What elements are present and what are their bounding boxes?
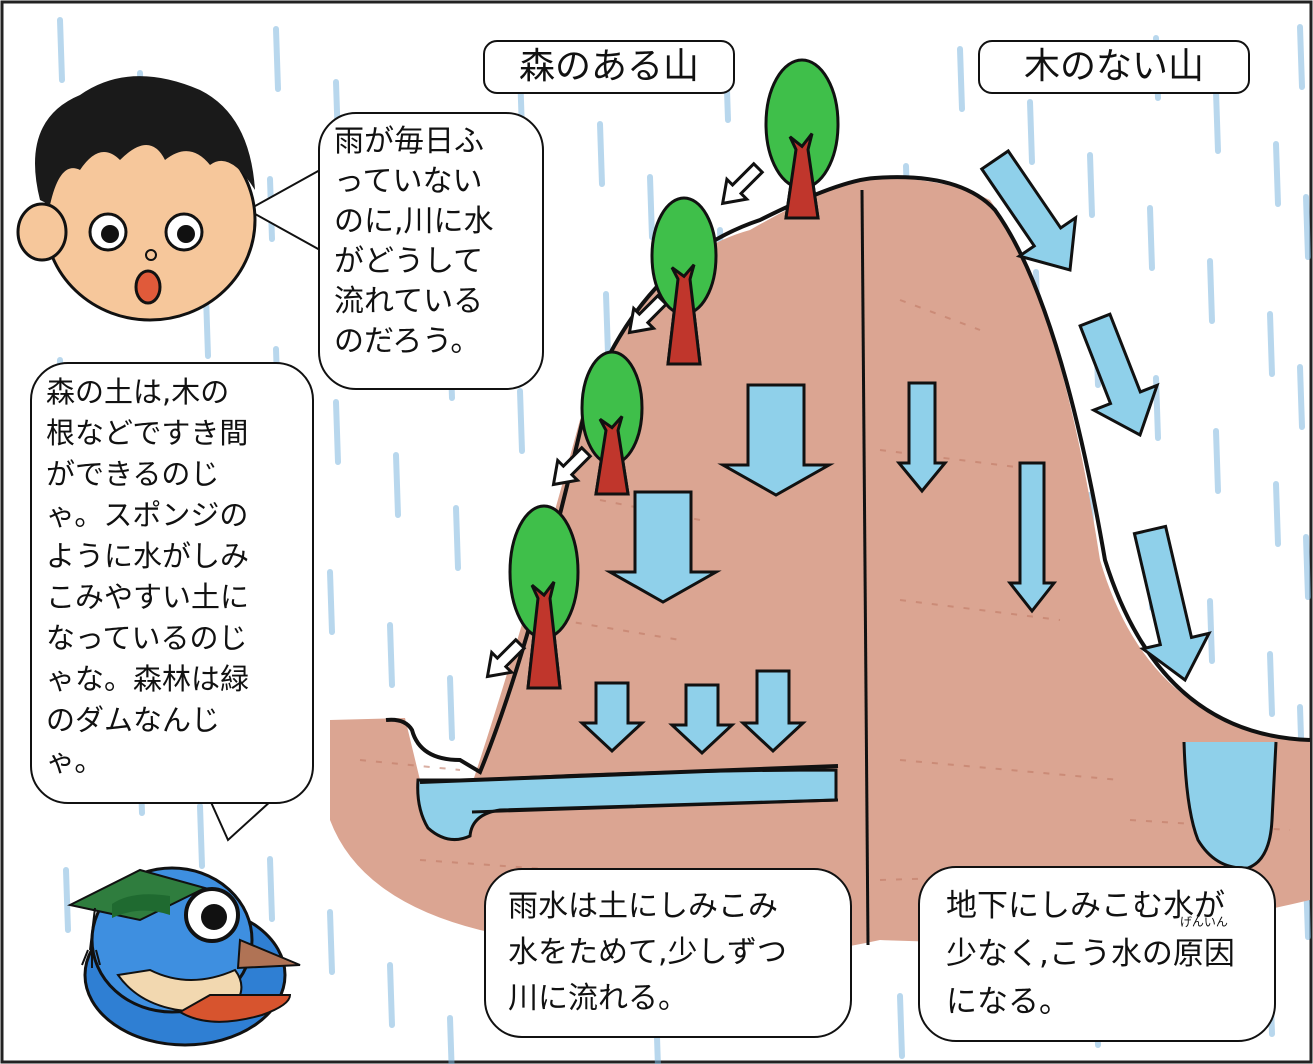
- rain-streak: [597, 121, 605, 187]
- mountain-soil: [330, 177, 1310, 958]
- forest-caption-box: 雨水は土にしみこみ 水をためて,少しずつ 川に流れる。: [484, 868, 852, 1038]
- rain-streak: [197, 803, 205, 869]
- down-arrow-icon: [895, 381, 949, 494]
- rain-streak: [517, 388, 525, 454]
- rain-streak: [1303, 534, 1311, 600]
- label-bare-mountain: 木のない山: [978, 40, 1250, 94]
- boy-face-icon: [16, 76, 257, 322]
- rain-streak: [1267, 311, 1275, 377]
- mountain-divider: [860, 189, 870, 946]
- bird-explanation-line: ゃ。スポンジの: [46, 498, 249, 532]
- bare-runoff-arrows: [979, 148, 1212, 683]
- boy-speech-bubble: 雨が毎日ふ っていない のに,川に水 がどうして 流れている のだろう。: [318, 112, 544, 390]
- rain-streak: [267, 856, 275, 922]
- bare-caption-line2-text: 少なく,こう水の: [946, 936, 1173, 972]
- bare-caption-line2: 少なく,こう水のげんいん原因: [946, 915, 1248, 978]
- ruby-base: 原因: [1172, 936, 1235, 972]
- kingfisher-professor-icon: [67, 866, 301, 1047]
- river-bare-side: [1182, 741, 1278, 870]
- rain-streak: [63, 867, 71, 933]
- forest-caption-line: 川に流れる。: [508, 981, 688, 1016]
- bird-speech-bubble: 森の土は,木の 根などですき間 ができるのじ ゃ。スポンジの ように水がしみ こ…: [30, 362, 314, 804]
- rain-streak: [1297, 364, 1305, 430]
- boy-question-line: のに,川に水: [334, 204, 494, 239]
- diagonal-arrow-icon: [551, 445, 593, 487]
- rain-streak: [333, 399, 341, 465]
- down-arrow-icon: [578, 681, 646, 754]
- bare-caption-line3: になる。: [946, 984, 1070, 1020]
- boy-question-line: がどうして: [334, 244, 484, 279]
- tree-icon: [580, 350, 644, 496]
- label-forest-mountain: 森のある山: [483, 40, 735, 94]
- rain-streak: [1027, 99, 1035, 165]
- rain-streak: [387, 962, 395, 1028]
- bird-explanation-line: ゃな。森林は緑: [46, 662, 250, 696]
- bird-bubble-tail: [209, 799, 273, 842]
- bird-explanation-line: ゃ。: [46, 744, 104, 778]
- slope-rain-arrows: [485, 161, 765, 679]
- rain-streak: [957, 46, 965, 112]
- river-bank-line: [419, 764, 839, 784]
- rain-streak: [453, 505, 461, 571]
- boy-question-line: っていない: [334, 164, 483, 199]
- rain-streak: [387, 622, 395, 688]
- rain-streak: [1303, 194, 1311, 260]
- forest-trees: [508, 58, 840, 690]
- forest-caption-line: 水をためて,少しずつ: [508, 935, 787, 970]
- river-bottom-line: [471, 798, 839, 814]
- rain-streak: [1087, 152, 1095, 218]
- tree-icon: [764, 58, 840, 220]
- rain-streak: [327, 909, 335, 975]
- rain-streak: [603, 291, 611, 357]
- down-arrow-icon: [1006, 461, 1058, 614]
- forest-infiltration-arrows: [578, 381, 1058, 756]
- bird-explanation-line: こみやすい土に: [46, 580, 250, 614]
- runoff-arrow-icon: [979, 148, 1078, 272]
- diagonal-arrow-icon: [720, 161, 765, 206]
- rain-streak: [273, 26, 281, 92]
- ruby-genin: げんいん原因: [1172, 915, 1235, 978]
- bird-explanation-line: のダムなんじ: [46, 703, 221, 737]
- rain-streak: [1213, 428, 1221, 494]
- down-arrow-icon: [739, 669, 807, 754]
- rain-streak: [897, 993, 905, 1059]
- boy-question-line: 雨が毎日ふ: [334, 124, 484, 159]
- rain-streak: [1213, 88, 1221, 154]
- rain-streak: [1273, 481, 1281, 547]
- bare-caption-line1: 地下にしみこむ水が: [946, 888, 1225, 924]
- down-arrow-icon: [604, 490, 722, 604]
- bird-explanation-line: 森の土は,木の: [46, 375, 230, 409]
- rain-streak: [447, 1015, 455, 1064]
- rain-streak: [1273, 141, 1281, 207]
- rain-streak: [447, 675, 455, 741]
- rain-streak: [1297, 24, 1305, 90]
- boy-question-line: のだろう。: [334, 324, 481, 359]
- forest-caption-line: 雨水は土にしみこみ: [508, 889, 778, 924]
- bird-explanation-line: ように水がしみ: [46, 539, 250, 573]
- runoff-arrow-icon: [1078, 312, 1160, 438]
- bird-explanation-line: なっているのじ: [46, 621, 248, 655]
- rain-streak: [1207, 258, 1215, 324]
- bare-caption-box: 地下にしみこむ水が 少なく,こう水のげんいん原因 になる。: [918, 866, 1276, 1042]
- bird-explanation-line: 根などですき間: [46, 416, 249, 450]
- down-arrow-icon: [668, 683, 736, 756]
- bird-explanation-line: ができるのじ: [46, 457, 220, 491]
- tree-icon: [508, 504, 580, 690]
- tree-icon: [650, 196, 718, 366]
- rain-streak: [1147, 205, 1155, 271]
- rain-streak: [1207, 598, 1215, 664]
- diagonal-arrow-icon: [627, 293, 669, 335]
- boy-question-line: 流れている: [334, 284, 484, 319]
- rain-streak: [57, 17, 65, 83]
- diagonal-arrow-icon: [485, 637, 527, 679]
- ruby-reading: げんいん: [1179, 915, 1228, 929]
- runoff-arrow-icon: [1132, 524, 1212, 683]
- rain-streak: [647, 174, 655, 240]
- down-arrow-icon: [717, 383, 835, 497]
- rain-streak: [393, 452, 401, 518]
- rain-streak: [1267, 651, 1275, 717]
- rain-streak: [327, 569, 335, 635]
